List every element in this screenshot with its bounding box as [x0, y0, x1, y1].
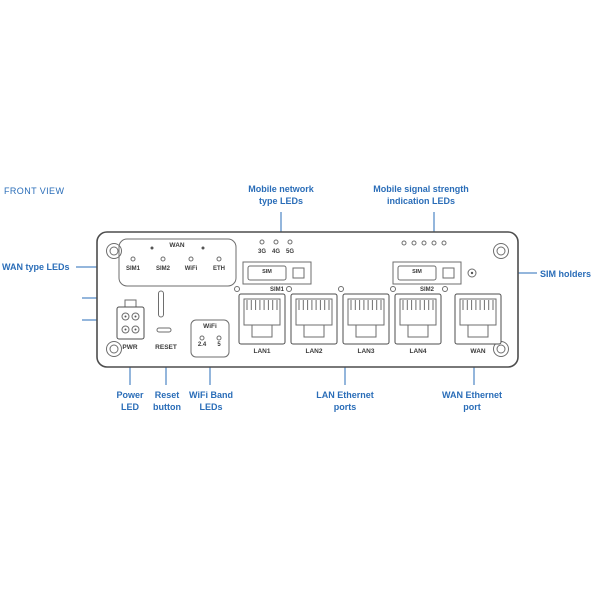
port-label-wan: WAN: [470, 348, 486, 355]
wan-led-group: [118, 238, 237, 287]
eth-led: [216, 256, 222, 262]
led-label-eth: ETH: [213, 266, 225, 272]
callout-wifi-band-leds: WiFi Band LEDs: [189, 389, 233, 413]
sim-holder-screw: [467, 268, 477, 278]
sim1-eject-button: [247, 265, 287, 281]
pwr-label: PWR: [122, 344, 138, 351]
wifi-band-24: 2.4: [197, 342, 207, 348]
callout-text: Mobile signal strength: [373, 184, 469, 194]
sim2-tray: [392, 261, 462, 285]
callout-text: indication LEDs: [386, 196, 456, 206]
wan-group-title: WAN: [169, 242, 185, 249]
lan4-port: [394, 293, 442, 345]
net-label-4g: 4G: [271, 249, 281, 255]
led-label-sim1: SIM1: [125, 266, 141, 272]
reset-label: RESET: [155, 344, 177, 351]
wan-port: [454, 293, 502, 345]
led-label-wifi: WiFi: [184, 266, 198, 272]
sim2-led: [160, 256, 166, 262]
callout-sim-holders: SIM holders: [540, 269, 592, 279]
callout-mobile-network-type-leds: Mobile network type LEDs: [248, 183, 314, 207]
reset-hole: [156, 327, 172, 333]
sim1-led: [130, 256, 136, 262]
port-label-lan3: LAN3: [357, 348, 375, 355]
sim1-tray: [242, 261, 312, 285]
wifi-band-5: 5: [217, 342, 221, 348]
callout-text: LED: [120, 402, 139, 412]
wifi-5-led: [216, 335, 222, 341]
sim2-tray-label: SIM2: [419, 287, 435, 293]
callout-power-led: Power LED: [116, 389, 143, 413]
callout-text: port: [463, 402, 481, 412]
sim1-tray-label: SIM1: [269, 287, 285, 293]
callout-text: Power: [116, 390, 144, 400]
callout-text: LAN Ethernet: [316, 390, 374, 400]
wan-led-dot-left: [150, 246, 154, 250]
callout-lan-ethernet-ports: LAN Ethernet ports: [316, 389, 374, 413]
port-label-lan2: LAN2: [305, 348, 323, 355]
callout-wan-ethernet-port: WAN Ethernet port: [442, 389, 502, 413]
wifi-24-led: [199, 335, 205, 341]
net-label-5g: 5G: [285, 249, 295, 255]
net-label-3g: 3G: [257, 249, 267, 255]
callout-text: button: [153, 402, 181, 412]
sim2-button-label: SIM: [412, 269, 422, 275]
lan1-port: [238, 293, 286, 345]
power-led-slot: [158, 290, 164, 318]
lan2-port: [290, 293, 338, 345]
wifi-led: [188, 256, 194, 262]
callout-signal-strength-leds: Mobile signal strength indication LEDs: [373, 183, 469, 207]
callout-wan-type-leds: WAN type LEDs: [2, 262, 70, 272]
callout-reset-button: Reset button: [153, 389, 181, 413]
callout-text: ports: [333, 402, 357, 412]
signal-strength-leds: [401, 240, 447, 246]
wifi-band-group: [190, 319, 230, 358]
network-type-leds: [259, 239, 293, 245]
port-label-lan4: LAN4: [409, 348, 427, 355]
callout-text: LEDs: [199, 402, 223, 412]
sim2-eject-button: [397, 265, 437, 281]
callout-text: Mobile network: [248, 184, 314, 194]
led-label-sim2: SIM2: [155, 266, 171, 272]
callout-text: type LEDs: [258, 196, 304, 206]
callout-text: WiFi Band: [189, 390, 233, 400]
lan3-port: [342, 293, 390, 345]
port-label-lan1: LAN1: [253, 348, 271, 355]
wan-led-dot-right: [201, 246, 205, 250]
sim1-button-label: SIM: [262, 269, 272, 275]
wifi-group-title: WiFi: [203, 323, 217, 330]
front-view-label: FRONT VIEW: [4, 186, 65, 196]
power-socket: [116, 299, 145, 340]
port-link-leds: [234, 286, 448, 292]
callout-text: WAN Ethernet: [441, 390, 503, 400]
callout-text: Reset: [154, 390, 180, 400]
